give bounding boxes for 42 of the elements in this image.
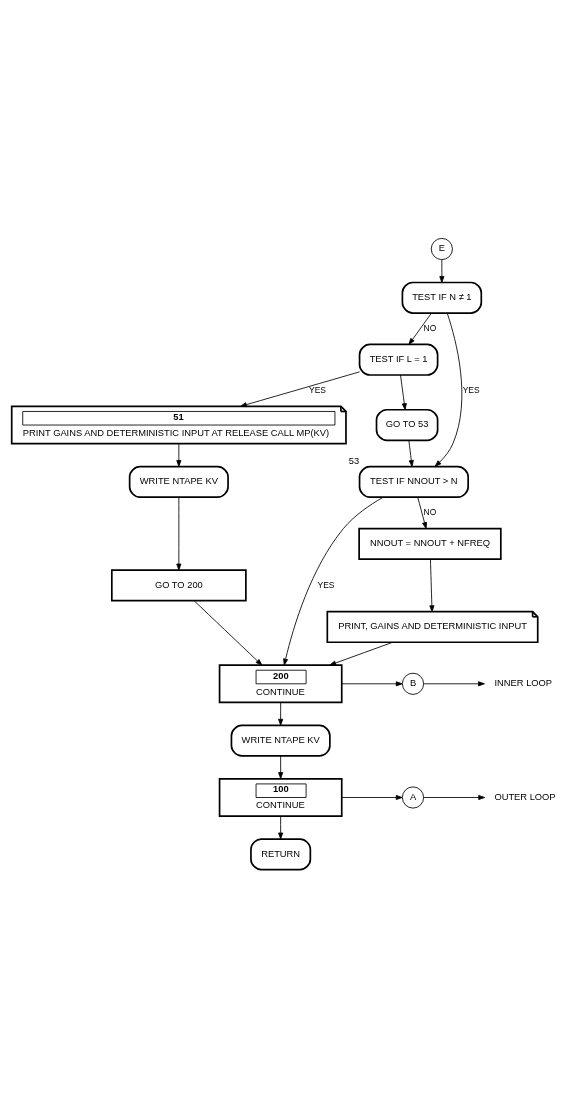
node-box: TEST IF L = 1 <box>358 343 439 376</box>
arrow <box>176 496 182 570</box>
arrow <box>240 370 360 407</box>
arrow <box>423 680 485 686</box>
node-text: OUTER LOOP <box>494 791 556 802</box>
arrow <box>278 701 284 726</box>
node-box: RETURN <box>250 837 312 870</box>
arrow <box>408 439 414 467</box>
node-box: GO TO 200 <box>110 568 247 601</box>
node-circle: A <box>401 785 425 809</box>
arrow <box>278 755 284 779</box>
arrow <box>400 374 407 410</box>
edge-label: NO <box>423 322 437 333</box>
arrow <box>439 258 445 283</box>
arrow <box>408 312 432 345</box>
node-box: 100 CONTINUE <box>218 777 343 817</box>
arrow <box>193 599 263 665</box>
node-box: GO TO 53 <box>375 408 439 441</box>
arrow <box>283 496 384 665</box>
arrow <box>341 680 403 686</box>
arrow <box>278 815 284 839</box>
arrow <box>423 794 486 800</box>
edge-label: YES <box>317 579 335 590</box>
node-box: WRITE NTAPE KV <box>230 724 331 757</box>
arrow <box>176 443 182 467</box>
node-box: TEST IF NNOUT > N <box>358 465 469 498</box>
arrow <box>329 641 394 666</box>
node-circle: B <box>401 672 425 695</box>
node-box: NNOUT = NNOUT + NFREQ <box>358 527 502 560</box>
arrow <box>434 312 463 467</box>
node-circle: E <box>430 237 453 260</box>
node-box: TEST IF N ≠ 1 <box>401 281 483 314</box>
node-text: INNER LOOP <box>494 677 553 688</box>
edge-label: NO <box>423 506 437 517</box>
arrow <box>429 558 435 612</box>
edge-label: YES <box>462 384 480 395</box>
node-box: WRITE NTAPE KV <box>128 465 229 498</box>
node-box: 200 CONTINUE <box>218 663 343 703</box>
arrow <box>417 496 427 529</box>
edge-label: YES <box>309 384 327 395</box>
arrow <box>341 794 403 800</box>
node-label: 53 <box>348 455 360 466</box>
